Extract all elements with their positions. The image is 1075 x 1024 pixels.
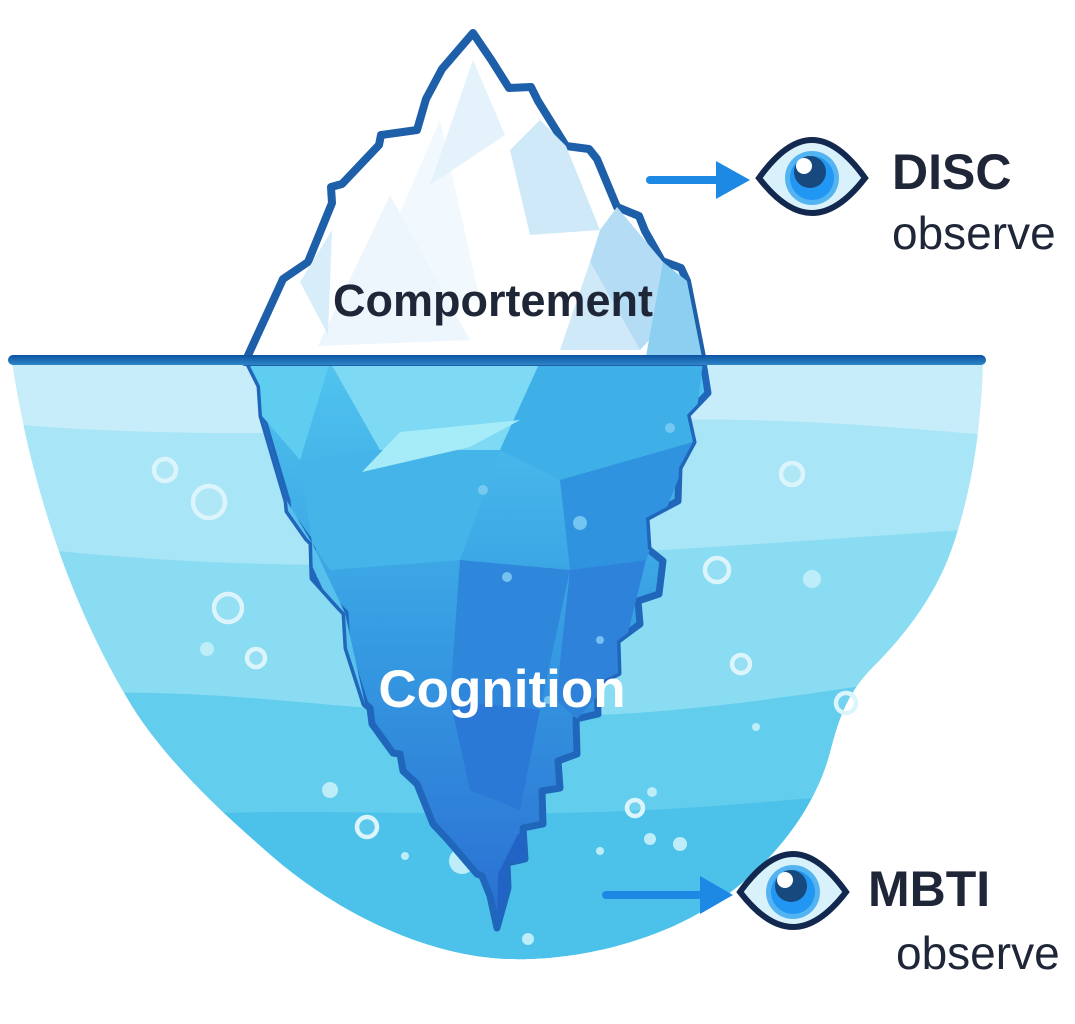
bubble <box>752 723 760 731</box>
bubble <box>354 814 380 840</box>
mbti-label: MBTI <box>868 861 990 917</box>
above-water-label: Comportement <box>333 275 653 326</box>
mbti-annotation: MBTI observe <box>602 854 1060 979</box>
bubble <box>647 787 657 797</box>
bubble <box>833 690 859 716</box>
bubble <box>211 591 245 625</box>
bubble <box>322 782 338 798</box>
eye-icon <box>759 140 865 213</box>
bubble <box>401 852 409 860</box>
bubble <box>244 646 268 670</box>
bubble <box>729 652 753 676</box>
iceberg-underwater: Cognition <box>248 362 708 928</box>
bubble <box>702 555 732 585</box>
bubble <box>778 460 806 488</box>
disc-label: DISC <box>892 144 1011 200</box>
bubble <box>151 456 179 484</box>
arrow-right-icon <box>602 876 733 914</box>
below-water-label: Cognition <box>378 660 625 719</box>
bubble <box>624 797 646 819</box>
disc-annotation: DISC observe <box>646 140 1056 259</box>
mbti-sublabel: observe <box>896 927 1060 979</box>
waterline <box>8 355 986 365</box>
iceberg-underwater-facets <box>248 362 703 928</box>
bubble <box>803 570 821 588</box>
bubbles <box>151 456 859 840</box>
bubble <box>522 933 534 945</box>
iceberg-above-facets <box>300 60 703 362</box>
arrow-right-icon <box>646 161 750 199</box>
bubble <box>644 833 656 845</box>
disc-sublabel: observe <box>892 207 1056 259</box>
bubble <box>200 642 214 656</box>
bubble <box>673 837 687 851</box>
bubble <box>596 847 604 855</box>
iceberg-above-water: Comportement <box>245 33 703 362</box>
bubble <box>190 483 228 521</box>
